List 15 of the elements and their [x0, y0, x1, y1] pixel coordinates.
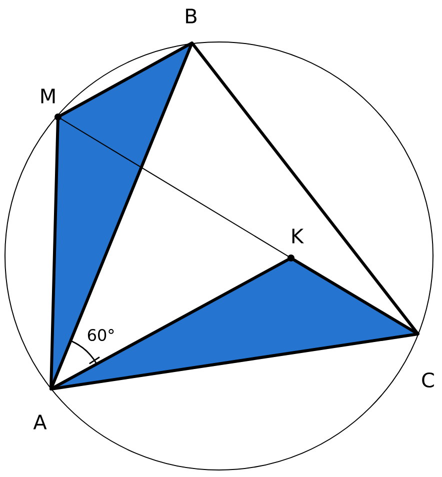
- angle-label: 60°: [88, 328, 114, 342]
- point-label: C: [422, 372, 434, 388]
- segment: [60, 42, 194, 117]
- point-label: B: [186, 8, 196, 24]
- segment: [60, 118, 288, 257]
- point-label: M: [41, 88, 55, 104]
- segment: [50, 119, 60, 390]
- segment: [50, 258, 290, 390]
- segment: [50, 332, 420, 390]
- point: [288, 254, 294, 262]
- segment: [292, 258, 420, 336]
- point-label: K: [292, 228, 304, 244]
- point: [54, 114, 62, 120]
- segment: [190, 42, 420, 336]
- point-label: A: [33, 414, 47, 430]
